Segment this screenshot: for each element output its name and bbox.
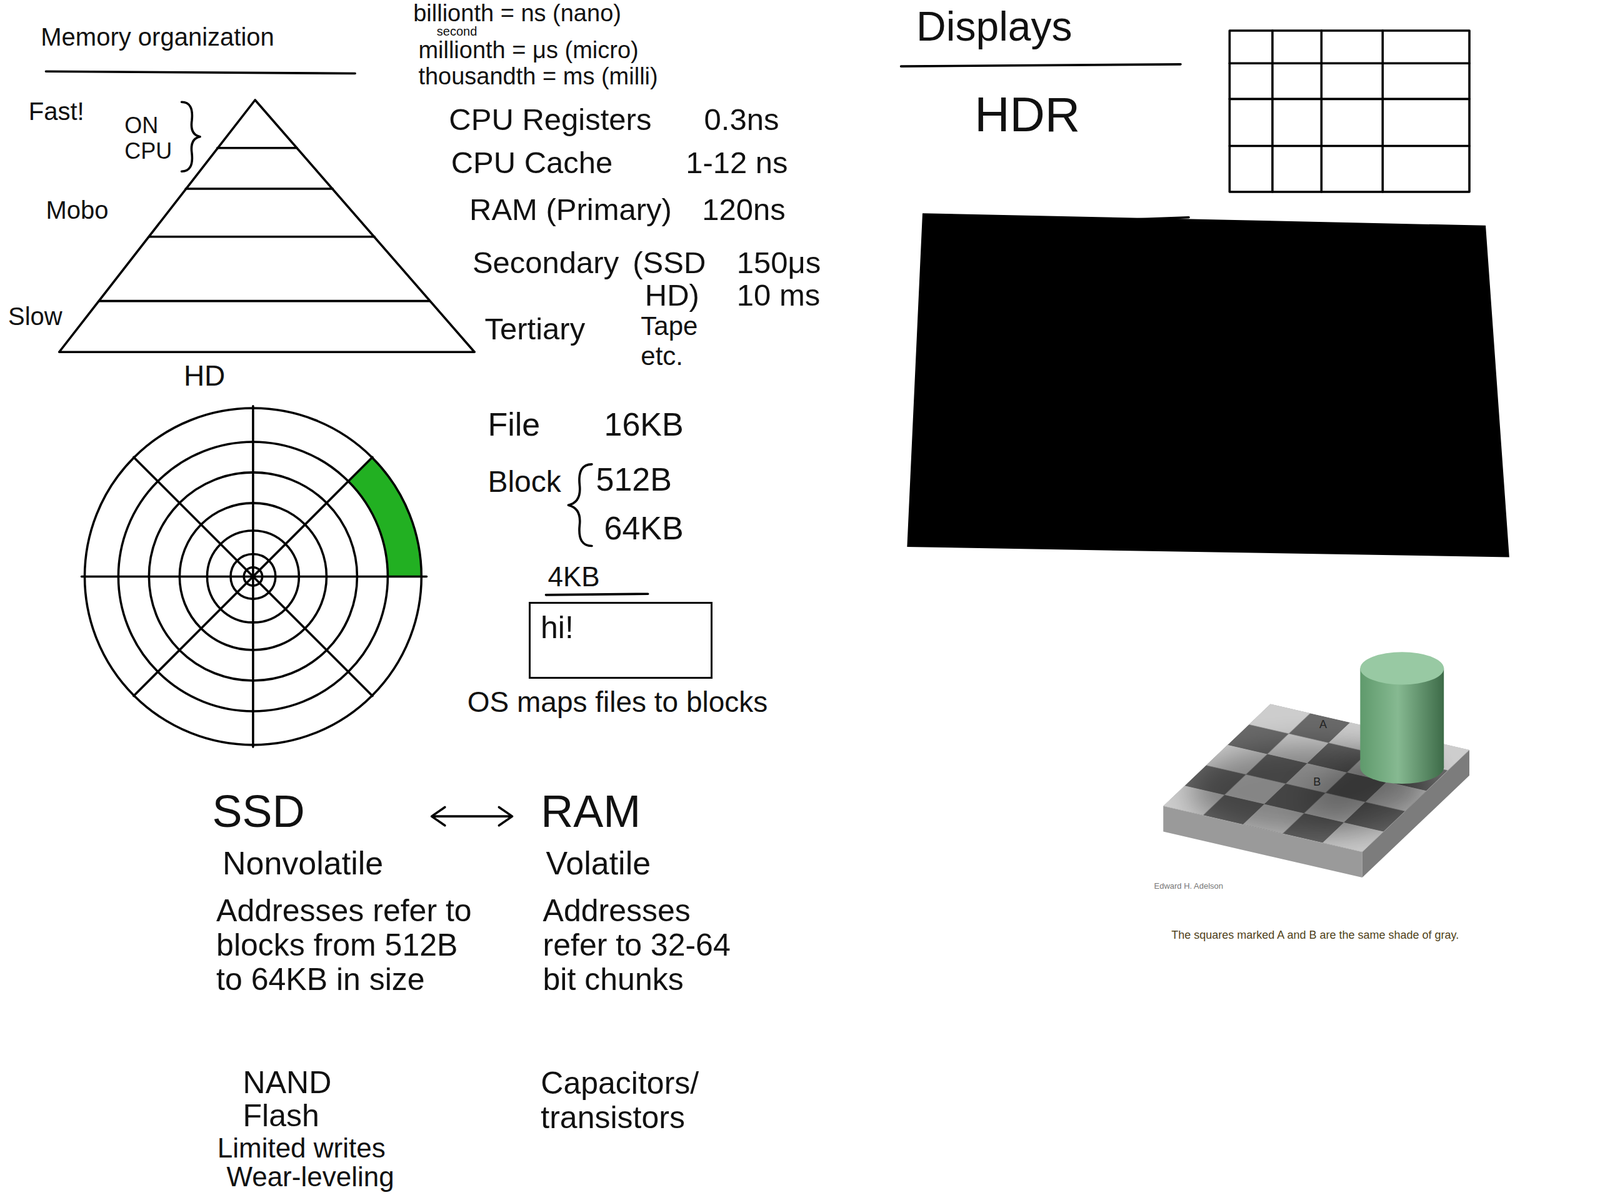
note-text: Displays (916, 3, 1072, 51)
note-text: Tape etc. (640, 311, 717, 372)
note-text: 1-12 ns (685, 145, 788, 180)
note-text: Volatile (545, 845, 651, 883)
grid-line (1320, 30, 1323, 192)
note-text: RAM (540, 785, 641, 838)
cylinder-top (1360, 651, 1444, 685)
note-text: millionth = μs (micro) (418, 36, 639, 65)
brace (568, 464, 592, 547)
note-text: Edward H. Adelson (1154, 881, 1224, 892)
note-text: File (487, 406, 540, 444)
arrow-head (498, 806, 512, 825)
note-text: Block (487, 464, 561, 499)
pyramid-band (148, 235, 375, 239)
note-text: Secondary (472, 245, 619, 280)
grid-table (1229, 30, 1470, 192)
black-screen (908, 214, 1509, 557)
note-text: 0.3ns (704, 101, 780, 137)
note-text: Addresses refer to blocks from 512B to 6… (216, 893, 482, 997)
title-underline (901, 64, 1181, 67)
arrow-head (431, 806, 445, 825)
note-text: 10 ms (736, 277, 820, 313)
disk-sector-line (133, 456, 373, 696)
note-text: 120ns (701, 191, 786, 227)
grid-line (1229, 145, 1470, 148)
memory-pyramid (59, 100, 475, 352)
pyramid-band (217, 146, 297, 150)
note-text: 64KB (604, 510, 684, 548)
note-text: Fast! (28, 96, 85, 126)
note-text: Mobo (45, 195, 109, 225)
grid-line (1229, 61, 1470, 65)
pyramid-band (185, 187, 333, 190)
note-text: HD) (645, 277, 700, 313)
grid-line (1271, 30, 1274, 192)
title-underline (45, 71, 355, 74)
grid-line (1381, 30, 1384, 192)
note-text: B (1313, 775, 1321, 789)
figure-caption: The squares marked A and B are the same … (1171, 928, 1459, 942)
note-text: RAM (Primary) (469, 191, 672, 227)
note-text: CPU Cache (451, 145, 614, 180)
note-text: OS maps files to blocks (467, 685, 774, 719)
block-size-label: 4KB (547, 561, 600, 594)
note-text: Limited writes (217, 1133, 386, 1163)
section-title: Memory organization (40, 22, 275, 52)
block-content: hi! (540, 610, 574, 647)
note-text: 512B (595, 461, 672, 499)
note-text: ON CPU (124, 112, 176, 165)
note-text: billionth = ns (nano) (413, 0, 622, 28)
note-text: 16KB (604, 406, 684, 444)
note-text: Slow (8, 301, 63, 331)
note-text: second (436, 24, 478, 39)
note-text: SSD (212, 785, 305, 838)
note-text: HD (183, 359, 225, 393)
note-text: Tertiary (485, 311, 586, 347)
note-text: 150μs (736, 245, 822, 280)
note-text: A (1319, 718, 1327, 732)
note-text: Wear-leveling (226, 1162, 394, 1192)
checker-illusion (1163, 651, 1470, 878)
brace (181, 101, 200, 172)
note-text: Addresses refer to 32-64 bit chunks (543, 893, 737, 997)
block-box: 4KBhi! (528, 601, 713, 679)
double-arrow (433, 815, 510, 818)
note-text: HDR (974, 86, 1080, 144)
note-text: thousandth = ms (milli) (418, 63, 658, 91)
note-text: CPU Registers (448, 101, 652, 137)
pyramid-band (98, 300, 430, 303)
note-text: (SSD (632, 245, 706, 280)
grid-line (1229, 98, 1470, 101)
note-text: Nonvolatile (222, 845, 384, 883)
disk-sector-line (133, 456, 373, 696)
underline (545, 593, 648, 595)
note-text: NAND Flash (243, 1066, 356, 1132)
note-text: Capacitors/ transistors (540, 1066, 760, 1135)
